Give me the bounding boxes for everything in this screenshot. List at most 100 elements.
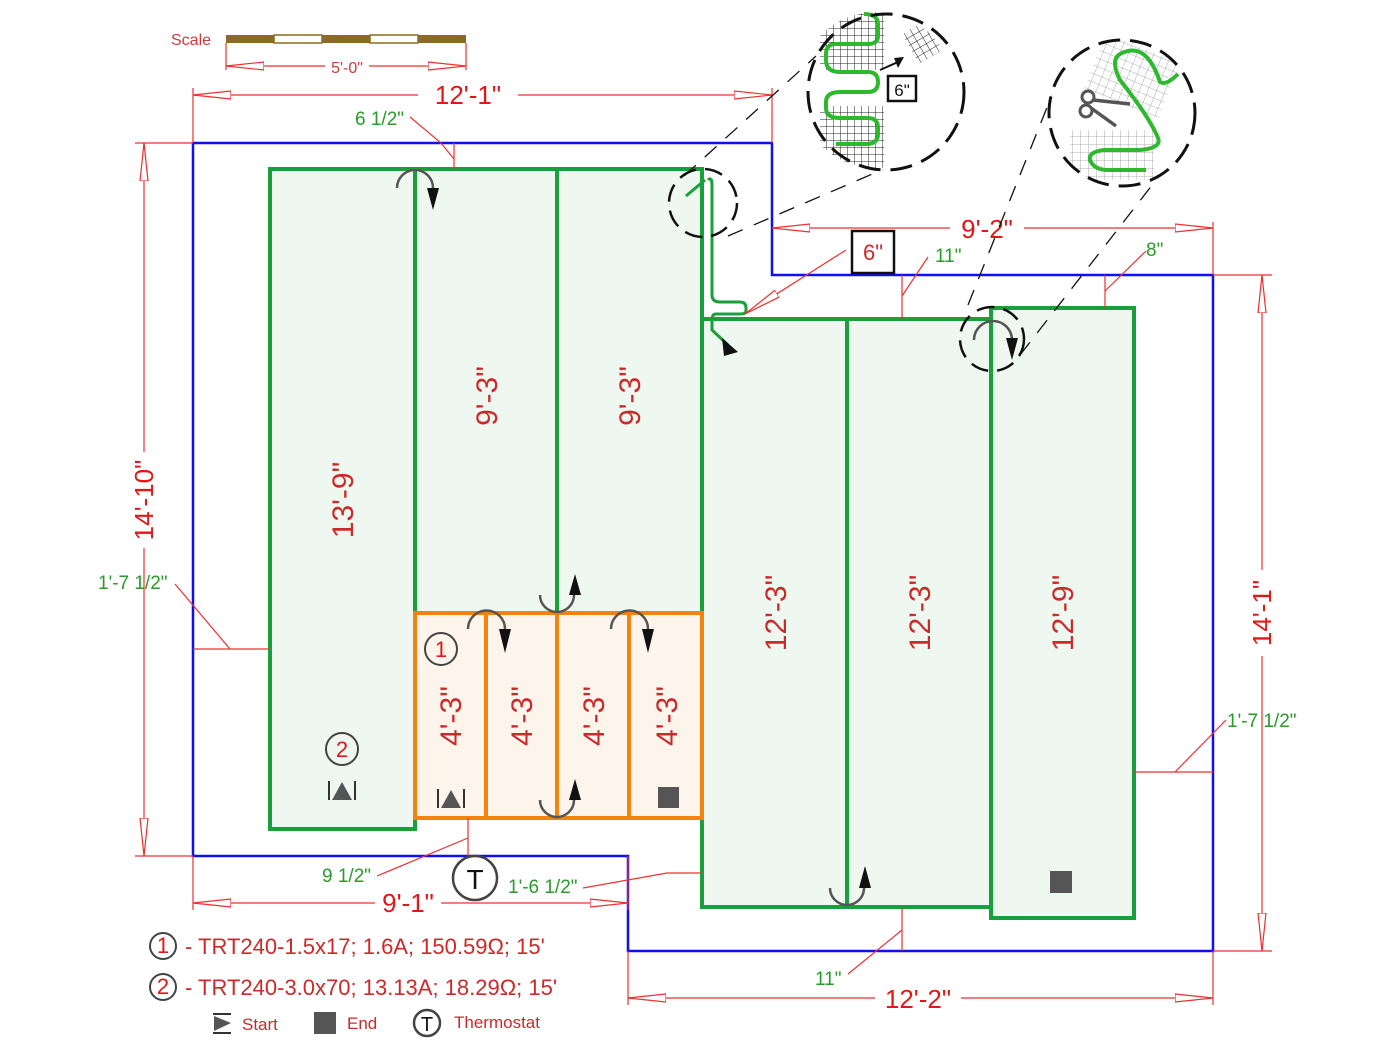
dim-bottom-left-width: 9'-1" bbox=[192, 856, 629, 918]
start-marker-icon bbox=[437, 789, 465, 808]
mat2-run bbox=[845, 317, 993, 909]
mat1-run bbox=[484, 611, 559, 820]
run-length-label: 12'-3" bbox=[760, 575, 793, 651]
offset-right: 1'-7 1/2" bbox=[1134, 711, 1297, 773]
turn-arrows bbox=[395, 168, 1018, 907]
legend-thermostat-label: Thermostat bbox=[454, 1013, 540, 1032]
offset-mid: 11" bbox=[901, 246, 961, 319]
dim-bottom-left-width-label: 9'-1" bbox=[382, 888, 434, 918]
legend-item: 2 - TRT240-3.0x70; 13.13A; 18.29Ω; 15' bbox=[149, 973, 557, 1001]
turn-arrow-icon bbox=[466, 609, 511, 653]
cable-jump-label: 6" bbox=[863, 240, 883, 265]
turn-arrow-icon bbox=[828, 866, 871, 907]
svg-text:T: T bbox=[466, 864, 483, 895]
legend-key-thermostat: T Thermostat bbox=[412, 1008, 540, 1038]
mat1-run bbox=[555, 611, 631, 820]
run-length-label: 4'-3" bbox=[506, 686, 539, 746]
jump-label: 6" bbox=[894, 81, 910, 100]
jump-label-box bbox=[886, 74, 918, 103]
dim-bottom-right-width-label: 12'-2" bbox=[885, 984, 951, 1014]
offset-right-top: 8" bbox=[1104, 240, 1163, 308]
dim-right-height: 14'-1" bbox=[1213, 274, 1277, 952]
dim-top-width-label: 12'-1" bbox=[435, 80, 501, 110]
thermostat-key-icon bbox=[412, 1008, 442, 1038]
run-length-label: 4'-3" bbox=[435, 686, 468, 746]
cable-jump-distance: 6" bbox=[745, 229, 896, 314]
scale-segment bbox=[418, 35, 466, 43]
mat1-badge: 1 bbox=[424, 632, 458, 666]
scale-label: Scale bbox=[171, 32, 211, 49]
offset-right-label: 1'-7 1/2" bbox=[1227, 711, 1297, 732]
scissors-icon bbox=[1078, 89, 1131, 128]
mat2-run bbox=[555, 167, 704, 615]
mat2-badge-num: 2 bbox=[336, 737, 348, 762]
dim-bottom-right-width: 12'-2" bbox=[627, 951, 1214, 1014]
run-length-label: 12'-9" bbox=[1047, 575, 1080, 651]
offset-right-top-label: 8" bbox=[1146, 240, 1163, 261]
offset-mid-label: 11" bbox=[935, 246, 961, 267]
dim-top-width: 12'-1" bbox=[192, 80, 773, 143]
end-marker-icon bbox=[1050, 871, 1072, 893]
callout-circle-cut bbox=[958, 305, 1026, 373]
turn-arrow-icon bbox=[395, 168, 439, 210]
dim-right-upper-width: 9'-2" bbox=[772, 214, 1214, 275]
detail-callout-cut bbox=[1047, 38, 1197, 188]
offset-bottom-right: 11" bbox=[815, 907, 903, 990]
legend-key-end: End bbox=[314, 1012, 377, 1034]
run-lengths: 13'-9" 9'-3" 9'-3" 12'-3" 12'-3" 12'-9" … bbox=[327, 366, 1080, 746]
turn-arrow-icon bbox=[538, 779, 581, 819]
legend-end-label: End bbox=[347, 1014, 377, 1033]
dim-right-height-label: 14'-1" bbox=[1247, 580, 1277, 646]
turn-arrow-icon bbox=[538, 574, 581, 614]
offset-top-label: 6 1/2" bbox=[355, 109, 404, 130]
mat-1 bbox=[413, 611, 704, 820]
offset-bottom-right-label: 11" bbox=[815, 969, 841, 990]
turn-arrow-icon bbox=[972, 319, 1018, 360]
svg-text:T: T bbox=[421, 1014, 433, 1036]
legend-item-text: - TRT240-3.0x70; 13.13A; 18.29Ω; 15' bbox=[185, 975, 557, 1000]
scale-segment bbox=[369, 34, 419, 44]
end-marker-icon bbox=[658, 787, 679, 808]
offset-left-label: 1'-7 1/2" bbox=[98, 573, 168, 594]
detail-callout-jump: 6" bbox=[806, 12, 966, 172]
svg-text:2: 2 bbox=[157, 974, 169, 999]
mat-2 bbox=[268, 167, 1136, 920]
mat1-badge-num: 1 bbox=[435, 637, 447, 662]
mat2-run bbox=[268, 167, 417, 831]
cable-direction-arrow bbox=[722, 338, 738, 356]
callout-circle-jump bbox=[667, 167, 739, 239]
offset-left: 1'-7 1/2" bbox=[98, 573, 270, 650]
run-length-label: 9'-3" bbox=[471, 366, 504, 426]
run-length-label: 9'-3" bbox=[614, 366, 647, 426]
legend-item-text: - TRT240-1.5x17; 1.6A; 150.59Ω; 15' bbox=[185, 934, 545, 959]
dim-left-height: 14'-10" bbox=[129, 142, 193, 857]
mat2-run bbox=[700, 317, 849, 909]
legend-start-label: Start bbox=[242, 1015, 278, 1034]
turn-arrow-icon bbox=[609, 609, 654, 653]
mat2-run bbox=[989, 306, 1136, 920]
scale-length: 5'-0" bbox=[331, 60, 363, 77]
offset-step: 1'-6 1/2" bbox=[508, 872, 702, 898]
scale-segment bbox=[322, 35, 370, 43]
legend-item: 1 - TRT240-1.5x17; 1.6A; 150.59Ω; 15' bbox=[149, 932, 545, 960]
run-length-label: 13'-9" bbox=[327, 462, 360, 538]
mat1-run bbox=[627, 611, 704, 820]
dim-left-height-label: 14'-10" bbox=[129, 460, 159, 541]
dim-right-upper-width-label: 9'-2" bbox=[961, 214, 1013, 244]
thermostat-icon: T bbox=[451, 854, 499, 902]
offset-bottom-left-label: 9 1/2" bbox=[322, 866, 371, 887]
cable-jump-box bbox=[850, 229, 896, 275]
scale-bar: Scale 5'-0" bbox=[171, 32, 467, 77]
run-length-label: 4'-3" bbox=[578, 686, 611, 746]
legend-key-start: Start bbox=[213, 1013, 278, 1034]
offset-bottom-left: 9 1/2" bbox=[322, 818, 469, 887]
start-marker-icon bbox=[328, 781, 356, 800]
scale-segment bbox=[273, 34, 323, 44]
offset-step-label: 1'-6 1/2" bbox=[508, 877, 578, 898]
end-key-icon bbox=[314, 1012, 336, 1034]
mat2-badge: 2 bbox=[325, 732, 359, 766]
scale-segment bbox=[226, 35, 274, 43]
legend: 1 - TRT240-1.5x17; 1.6A; 150.59Ω; 15' 2 … bbox=[149, 932, 557, 1038]
run-length-label: 12'-3" bbox=[904, 575, 937, 651]
